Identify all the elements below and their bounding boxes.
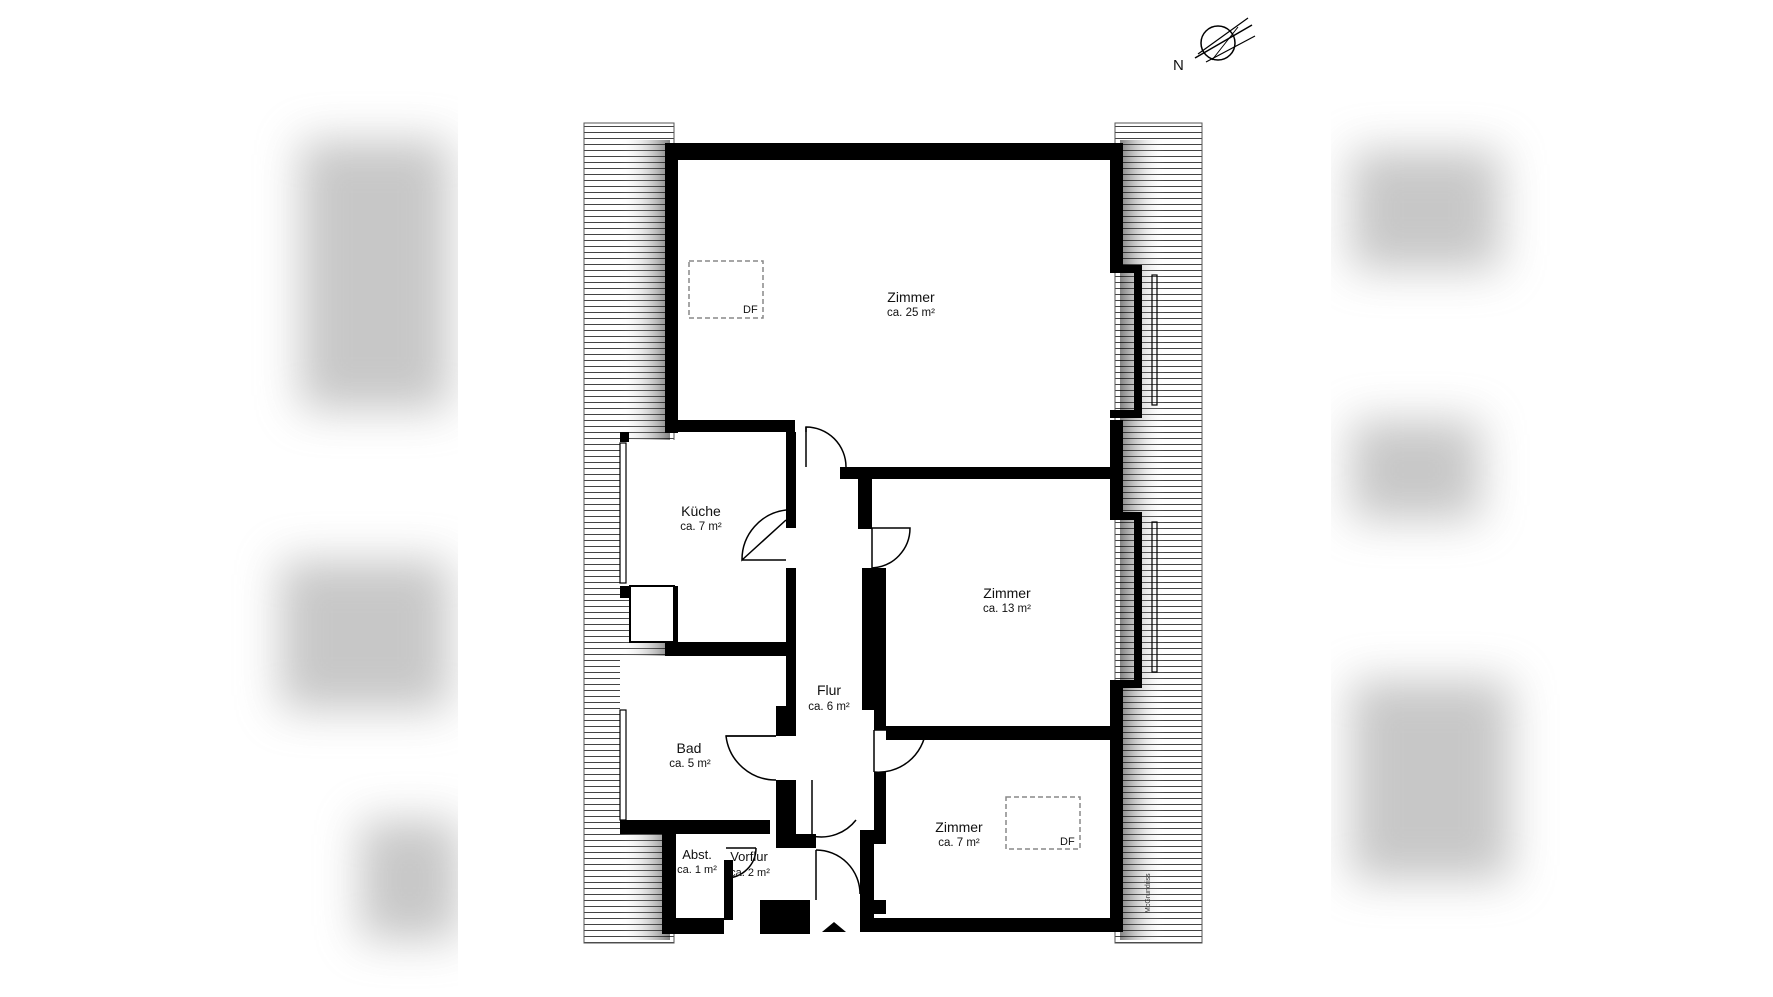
windows-right (1151, 274, 1158, 673)
room-area-abst: ca. 1 m² (677, 864, 717, 876)
windows-left (619, 442, 627, 821)
room-name-bad: Bad (677, 740, 702, 756)
skylight-small-room (1005, 796, 1081, 850)
walls (620, 143, 1142, 934)
room-name-zimmer-small: Zimmer (935, 819, 983, 835)
room-area-zimmer-mid: ca. 13 m² (983, 603, 1031, 615)
skylight-label-large: DF (743, 304, 758, 316)
right-blurred-background (1331, 0, 1773, 997)
wall-niches (629, 585, 675, 643)
room-area-bad: ca. 5 m² (669, 758, 711, 770)
room-area-kueche: ca. 7 m² (680, 521, 722, 533)
door-swings (725, 426, 927, 900)
room-floors (620, 160, 1112, 920)
roof-shade-right (1120, 140, 1165, 940)
room-name-kueche: Küche (681, 503, 721, 519)
skylight-label-small: DF (1060, 836, 1075, 848)
room-name-zimmer-large: Zimmer (887, 289, 935, 305)
room-name-flur: Flur (817, 682, 841, 698)
compass-north-label: N (1173, 57, 1184, 74)
room-area-zimmer-large: ca. 25 m² (887, 307, 935, 319)
room-area-vorflur: ca. 2 m² (730, 867, 770, 879)
left-blurred-background (0, 0, 458, 997)
compass-icon (1194, 17, 1256, 63)
room-area-zimmer-small: ca. 7 m² (938, 837, 980, 849)
room-name-vorflur: Vorflur (730, 849, 768, 864)
entrance-arrow (822, 922, 846, 932)
credit-label: McGrundriss (1145, 873, 1152, 913)
room-area-flur: ca. 6 m² (808, 701, 850, 713)
skylight-large-room (688, 260, 764, 319)
room-name-abst: Abst. (682, 847, 712, 862)
room-name-zimmer-mid: Zimmer (983, 585, 1031, 601)
